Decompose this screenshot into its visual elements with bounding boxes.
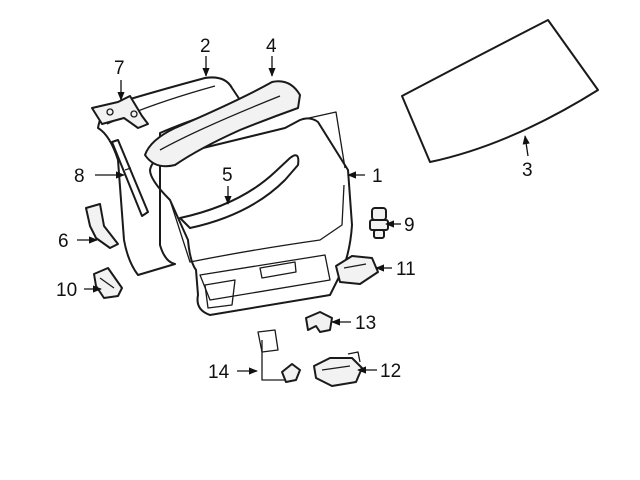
lift-support-strut [111,139,149,217]
clip [305,311,333,333]
callout-14: 14 [208,362,230,383]
switch [369,207,389,239]
bracket [85,203,119,249]
callout-9: 9 [404,215,415,236]
stop-bumper [93,267,123,299]
lock-assembly [257,329,301,383]
callout-4: 4 [266,36,277,57]
callout-5: 5 [222,165,233,186]
callout-6: 6 [58,231,69,252]
callout-12: 12 [380,361,401,382]
rear-glass [401,19,599,163]
callout-8: 8 [74,166,85,187]
license-lamp [335,255,379,285]
callout-13: 13 [355,313,376,334]
hinge [91,95,149,129]
callout-1: 1 [372,166,383,187]
callout-10: 10 [56,280,77,301]
callout-11: 11 [396,259,416,280]
callout-7: 7 [114,58,125,79]
latch [313,351,363,387]
callout-2: 2 [200,36,211,57]
spoiler [144,80,301,168]
trim-molding [179,154,300,229]
callout-3: 3 [522,160,533,181]
